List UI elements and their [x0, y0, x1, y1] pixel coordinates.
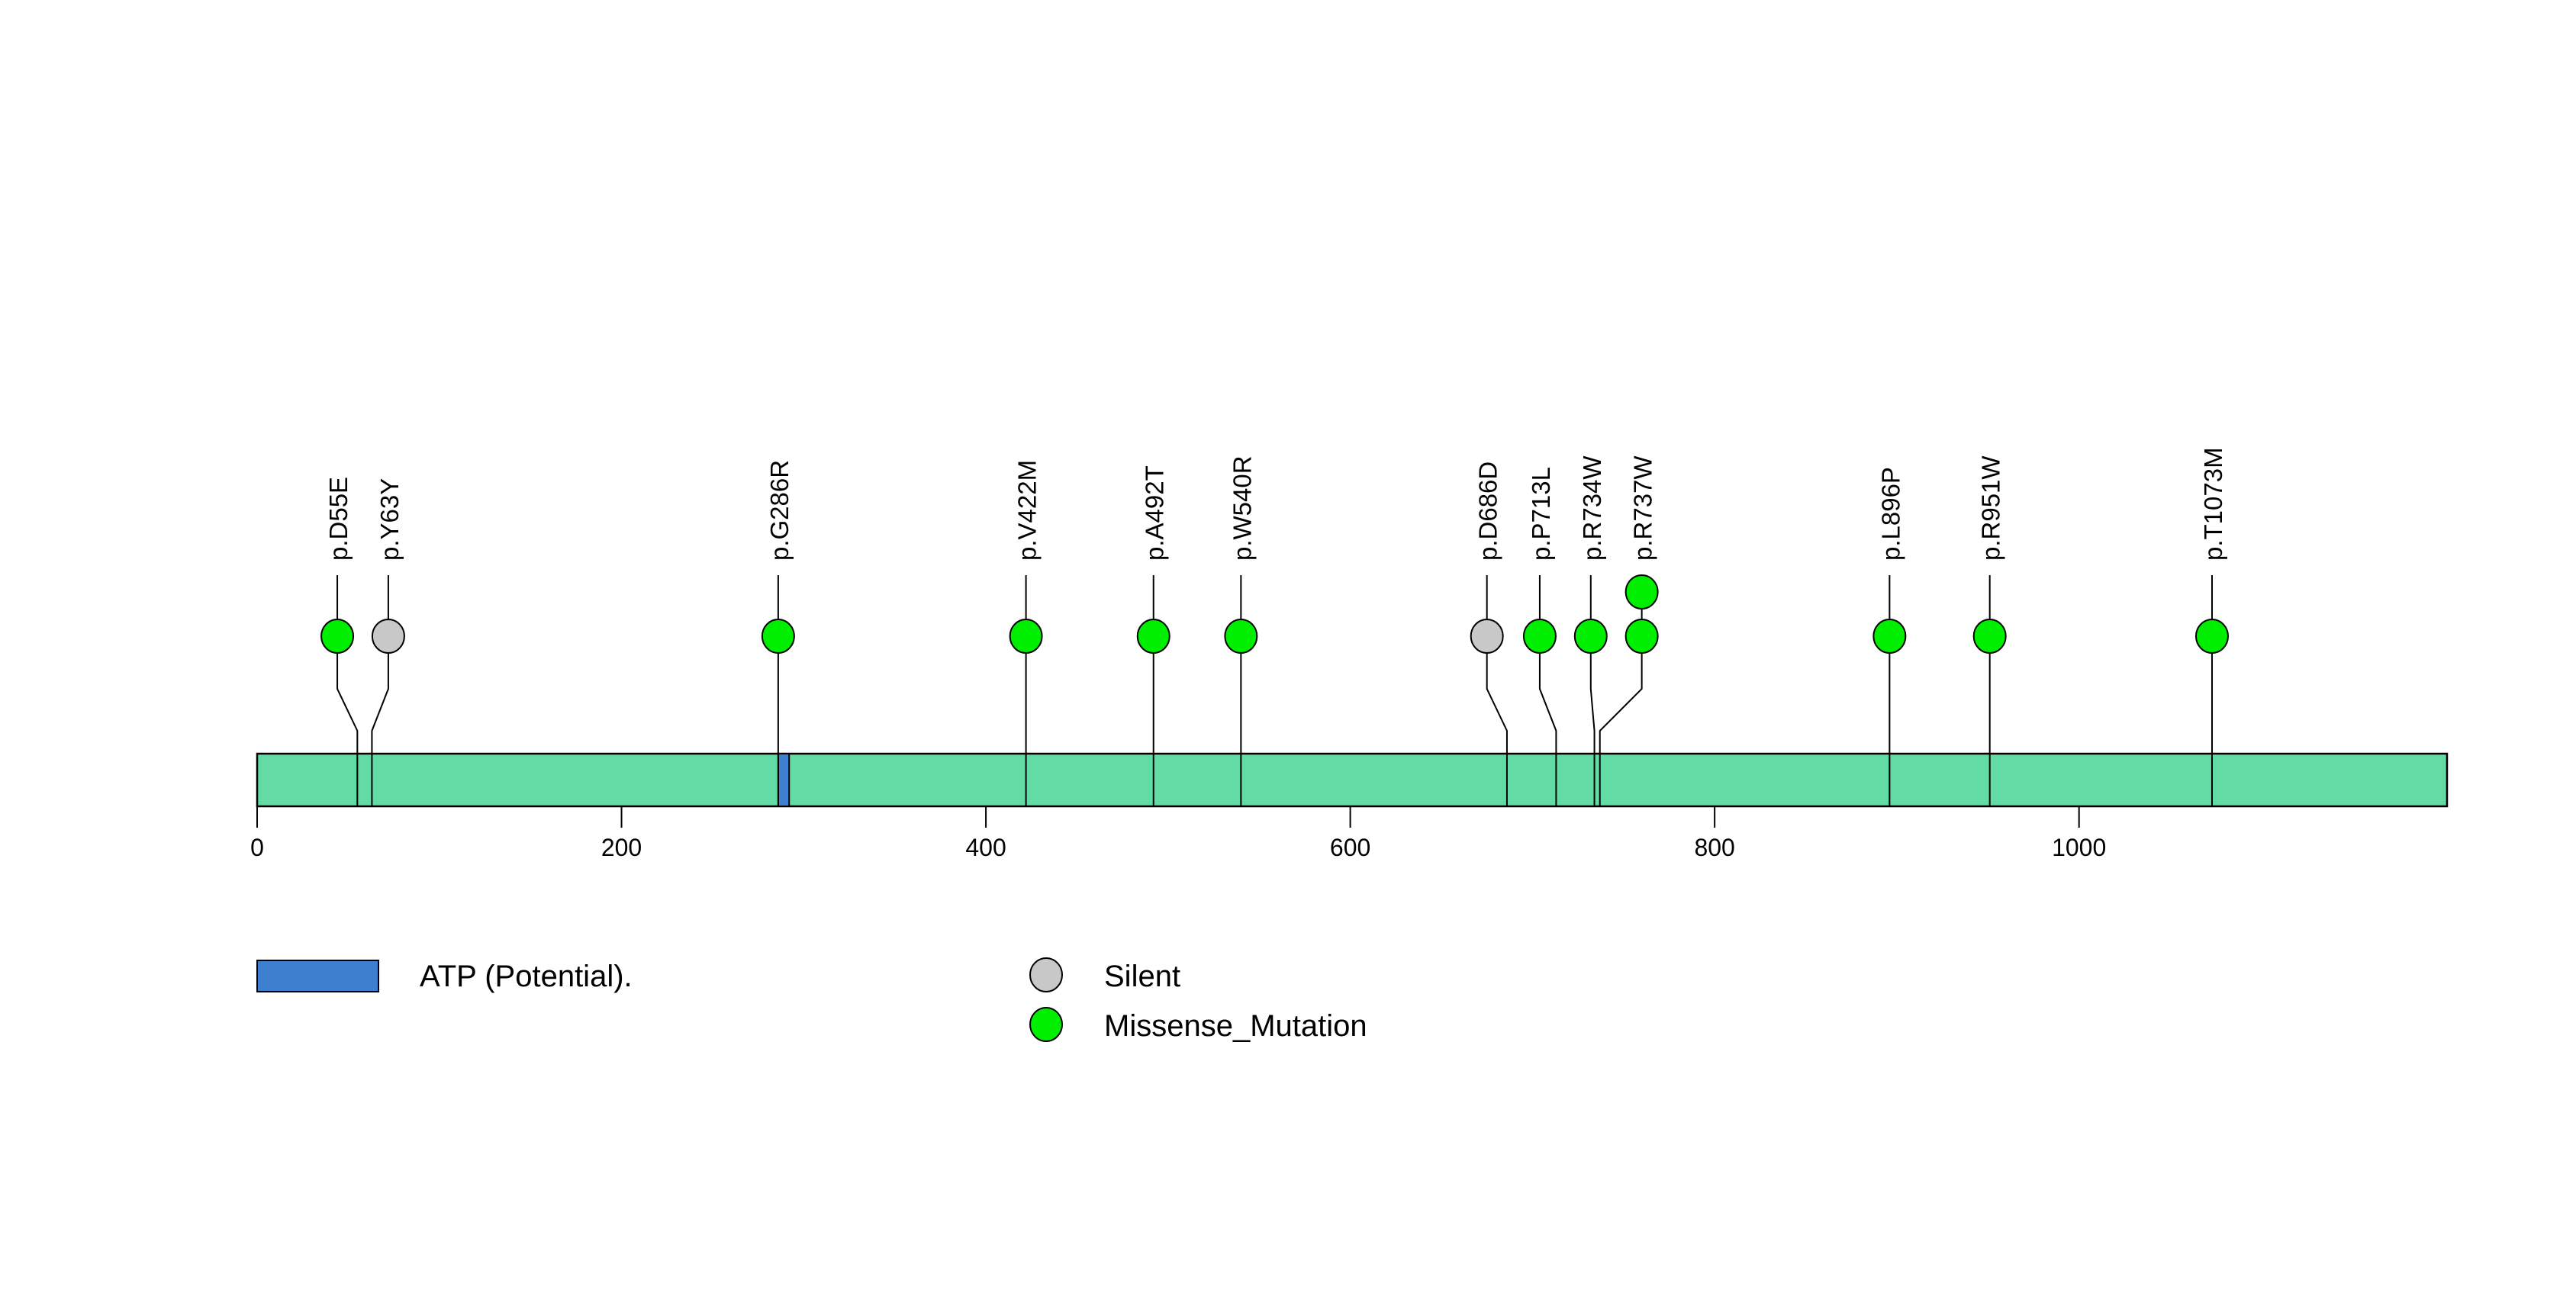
- lollipop-p-V422M: p.V422M: [1009, 460, 1043, 806]
- axis-tick-label: 400: [965, 834, 1006, 861]
- lollipop-p-G286R: p.G286R: [761, 460, 795, 806]
- lollipop-p-D55E: p.D55E: [320, 477, 359, 806]
- mutation-label: p.R951W: [1977, 455, 2005, 561]
- lollipop-p-A492T: p.A492T: [1136, 465, 1170, 806]
- lollipop-p-W540R: p.W540R: [1224, 455, 1258, 806]
- axis-tick-label: 600: [1330, 834, 1370, 861]
- mutation-circle: [1522, 619, 1557, 654]
- mutation-label: p.D55E: [324, 477, 353, 561]
- legend-domain-label: ATP (Potential).: [420, 960, 633, 993]
- axis-tick-label: 0: [250, 834, 264, 861]
- legend: ATP (Potential). Silent Missense_Mutatio…: [256, 957, 1367, 1043]
- lollipop-p-R951W: p.R951W: [1972, 455, 2007, 806]
- mutation-circle: [761, 619, 795, 654]
- mutation-label: p.V422M: [1013, 460, 1042, 561]
- legend-missense-circle-icon: [1029, 1007, 1063, 1042]
- lollipop-p-P713L: p.P713L: [1522, 467, 1557, 806]
- protein-bar: [256, 752, 2449, 808]
- mutation-label: p.A492T: [1141, 465, 1169, 561]
- mutation-circle: [1624, 574, 1659, 610]
- mutation-label: p.W540R: [1228, 455, 1256, 561]
- lollipop-p-D686D: p.D686D: [1470, 462, 1508, 806]
- mutation-circle: [2194, 619, 2229, 654]
- mutation-label: p.Y63Y: [375, 478, 404, 561]
- legend-silent-circle-icon: [1029, 957, 1063, 992]
- lollipops: p.D55E p.Y63Y p.G286R p.V422M p.A492T p.W540R…: [320, 447, 2229, 806]
- mutation-label: p.R734W: [1578, 455, 1606, 561]
- axis-tick-label: 1000: [2052, 834, 2106, 861]
- legend-silent-label: Silent: [1104, 960, 1180, 993]
- legend-domain-swatch: [256, 960, 379, 992]
- mutation-circle: [1872, 619, 1907, 654]
- domain-rect: [777, 753, 791, 807]
- lollipop-p-R734W: p.R734W: [1573, 455, 1608, 806]
- mutation-circle: [1009, 619, 1043, 654]
- lollipop-p-R737W: p.R737W: [1599, 455, 1659, 806]
- protein-domains: [777, 753, 791, 807]
- protein-bar-group: [256, 752, 2449, 808]
- mutation-circle: [1624, 619, 1659, 654]
- legend-missense-label: Missense_Mutation: [1104, 1009, 1367, 1043]
- mutation-circle: [1224, 619, 1258, 654]
- mutation-label: p.P713L: [1527, 467, 1555, 561]
- mutation-circle: [371, 619, 405, 654]
- axis-tick-label: 200: [601, 834, 642, 861]
- axis-tick-label: 800: [1694, 834, 1734, 861]
- mutation-label: p.G286R: [765, 460, 794, 561]
- mutation-circle: [320, 619, 355, 654]
- x-axis: 0 200 400 600 800 1000: [250, 806, 2106, 861]
- lollipop-p-T1073M: p.T1073M: [2194, 447, 2229, 806]
- mutation-label: p.T1073M: [2199, 447, 2227, 561]
- lollipop-p-Y63Y: p.Y63Y: [371, 478, 405, 806]
- mutation-label: p.R737W: [1629, 455, 1657, 561]
- lollipop-p-L896P: p.L896P: [1872, 467, 1907, 806]
- mutation-circle: [1972, 619, 2007, 654]
- mutation-label: p.L896P: [1876, 467, 1905, 561]
- mutation-circle: [1573, 619, 1608, 654]
- mutation-circle: [1136, 619, 1170, 654]
- mutation-circle: [1470, 619, 1504, 654]
- mutation-label: p.D686D: [1474, 462, 1502, 561]
